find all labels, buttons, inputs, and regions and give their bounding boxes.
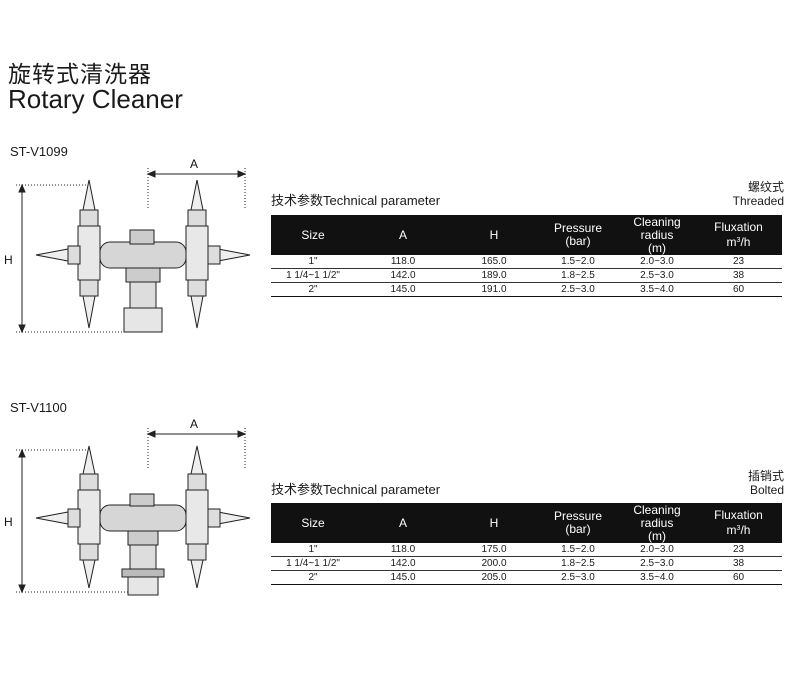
- page-title-cn: 旋转式清洗器: [8, 61, 152, 87]
- svg-text:H: H: [4, 253, 13, 267]
- svg-text:A: A: [190, 417, 198, 431]
- col-a: A: [355, 503, 451, 543]
- technical-parameter-title: 技术参数Technical parameter: [271, 482, 441, 497]
- cell-h: 205.0: [451, 570, 537, 585]
- svg-text:A: A: [190, 157, 198, 171]
- cell-size: 1 1/4~1 1/2": [271, 556, 355, 571]
- cell-h: 189.0: [451, 268, 537, 283]
- cell-radius: 2.5~3.0: [619, 556, 695, 571]
- connection-type-en: Threaded: [732, 194, 784, 208]
- cell-pressure: 2.5~3.0: [537, 282, 619, 297]
- col-h: H: [451, 215, 537, 255]
- cell-fluxation: 38: [695, 268, 782, 283]
- table-row: 1" 118.0 165.0 1.5~2.0 2.0~3.0 23: [271, 255, 782, 269]
- rotary-cleaner-bolted-drawing: A H: [4, 417, 251, 596]
- table-row: 2" 145.0 191.0 2.5~3.0 3.5~4.0 60: [271, 282, 782, 297]
- cell-pressure: 1.8~2.5: [537, 556, 619, 571]
- cell-fluxation: 23: [695, 543, 782, 557]
- cell-a: 142.0: [355, 556, 451, 571]
- cell-a: 118.0: [355, 543, 451, 557]
- rotary-cleaner-threaded-drawing: A H: [4, 157, 251, 334]
- cell-radius: 3.5~4.0: [619, 282, 695, 297]
- cell-fluxation: 60: [695, 282, 782, 297]
- cell-h: 191.0: [451, 282, 537, 297]
- page-title-en: Rotary Cleaner: [8, 84, 183, 114]
- cell-pressure: 1.8~2.5: [537, 268, 619, 283]
- table-row: 1 1/4~1 1/2" 142.0 189.0 1.8~2.5 2.5~3.0…: [271, 268, 782, 283]
- cell-size: 2": [271, 570, 355, 585]
- cell-radius: 2.0~3.0: [619, 255, 695, 269]
- cell-radius: 2.0~3.0: [619, 543, 695, 557]
- connection-type-en: Bolted: [749, 483, 784, 497]
- cell-h: 165.0: [451, 255, 537, 269]
- cell-pressure: 2.5~3.0: [537, 570, 619, 585]
- col-a: A: [355, 215, 451, 255]
- cell-h: 175.0: [451, 543, 537, 557]
- col-pressure: Pressure(bar): [537, 215, 619, 255]
- cell-a: 142.0: [355, 268, 451, 283]
- model-label: ST-V1099: [10, 144, 68, 159]
- table-row: 2" 145.0 205.0 2.5~3.0 3.5~4.0 60: [271, 570, 782, 585]
- cell-size: 1": [271, 255, 355, 269]
- cell-fluxation: 23: [695, 255, 782, 269]
- cell-radius: 3.5~4.0: [619, 570, 695, 585]
- cell-pressure: 1.5~2.0: [537, 255, 619, 269]
- cell-a: 118.0: [355, 255, 451, 269]
- cell-size: 1": [271, 543, 355, 557]
- col-pressure: Pressure(bar): [537, 503, 619, 543]
- table-row: 1" 118.0 175.0 1.5~2.0 2.0~3.0 23: [271, 543, 782, 557]
- cell-radius: 2.5~3.0: [619, 268, 695, 283]
- cell-fluxation: 60: [695, 570, 782, 585]
- technical-parameter-title: 技术参数Technical parameter: [271, 193, 441, 208]
- cell-size: 1 1/4~1 1/2": [271, 268, 355, 283]
- col-h: H: [451, 503, 537, 543]
- col-size: Size: [271, 215, 355, 255]
- connection-type-cn: 插销式: [747, 469, 784, 483]
- cell-fluxation: 38: [695, 556, 782, 571]
- cell-a: 145.0: [355, 282, 451, 297]
- table-row: 1 1/4~1 1/2" 142.0 200.0 1.8~2.5 2.5~3.0…: [271, 556, 782, 571]
- cell-a: 145.0: [355, 570, 451, 585]
- cell-size: 2": [271, 282, 355, 297]
- model-label: ST-V1100: [10, 400, 67, 415]
- svg-text:H: H: [4, 515, 13, 529]
- cell-h: 200.0: [451, 556, 537, 571]
- cell-pressure: 1.5~2.0: [537, 543, 619, 557]
- connection-type-cn: 螺纹式: [747, 180, 784, 194]
- col-size: Size: [271, 503, 355, 543]
